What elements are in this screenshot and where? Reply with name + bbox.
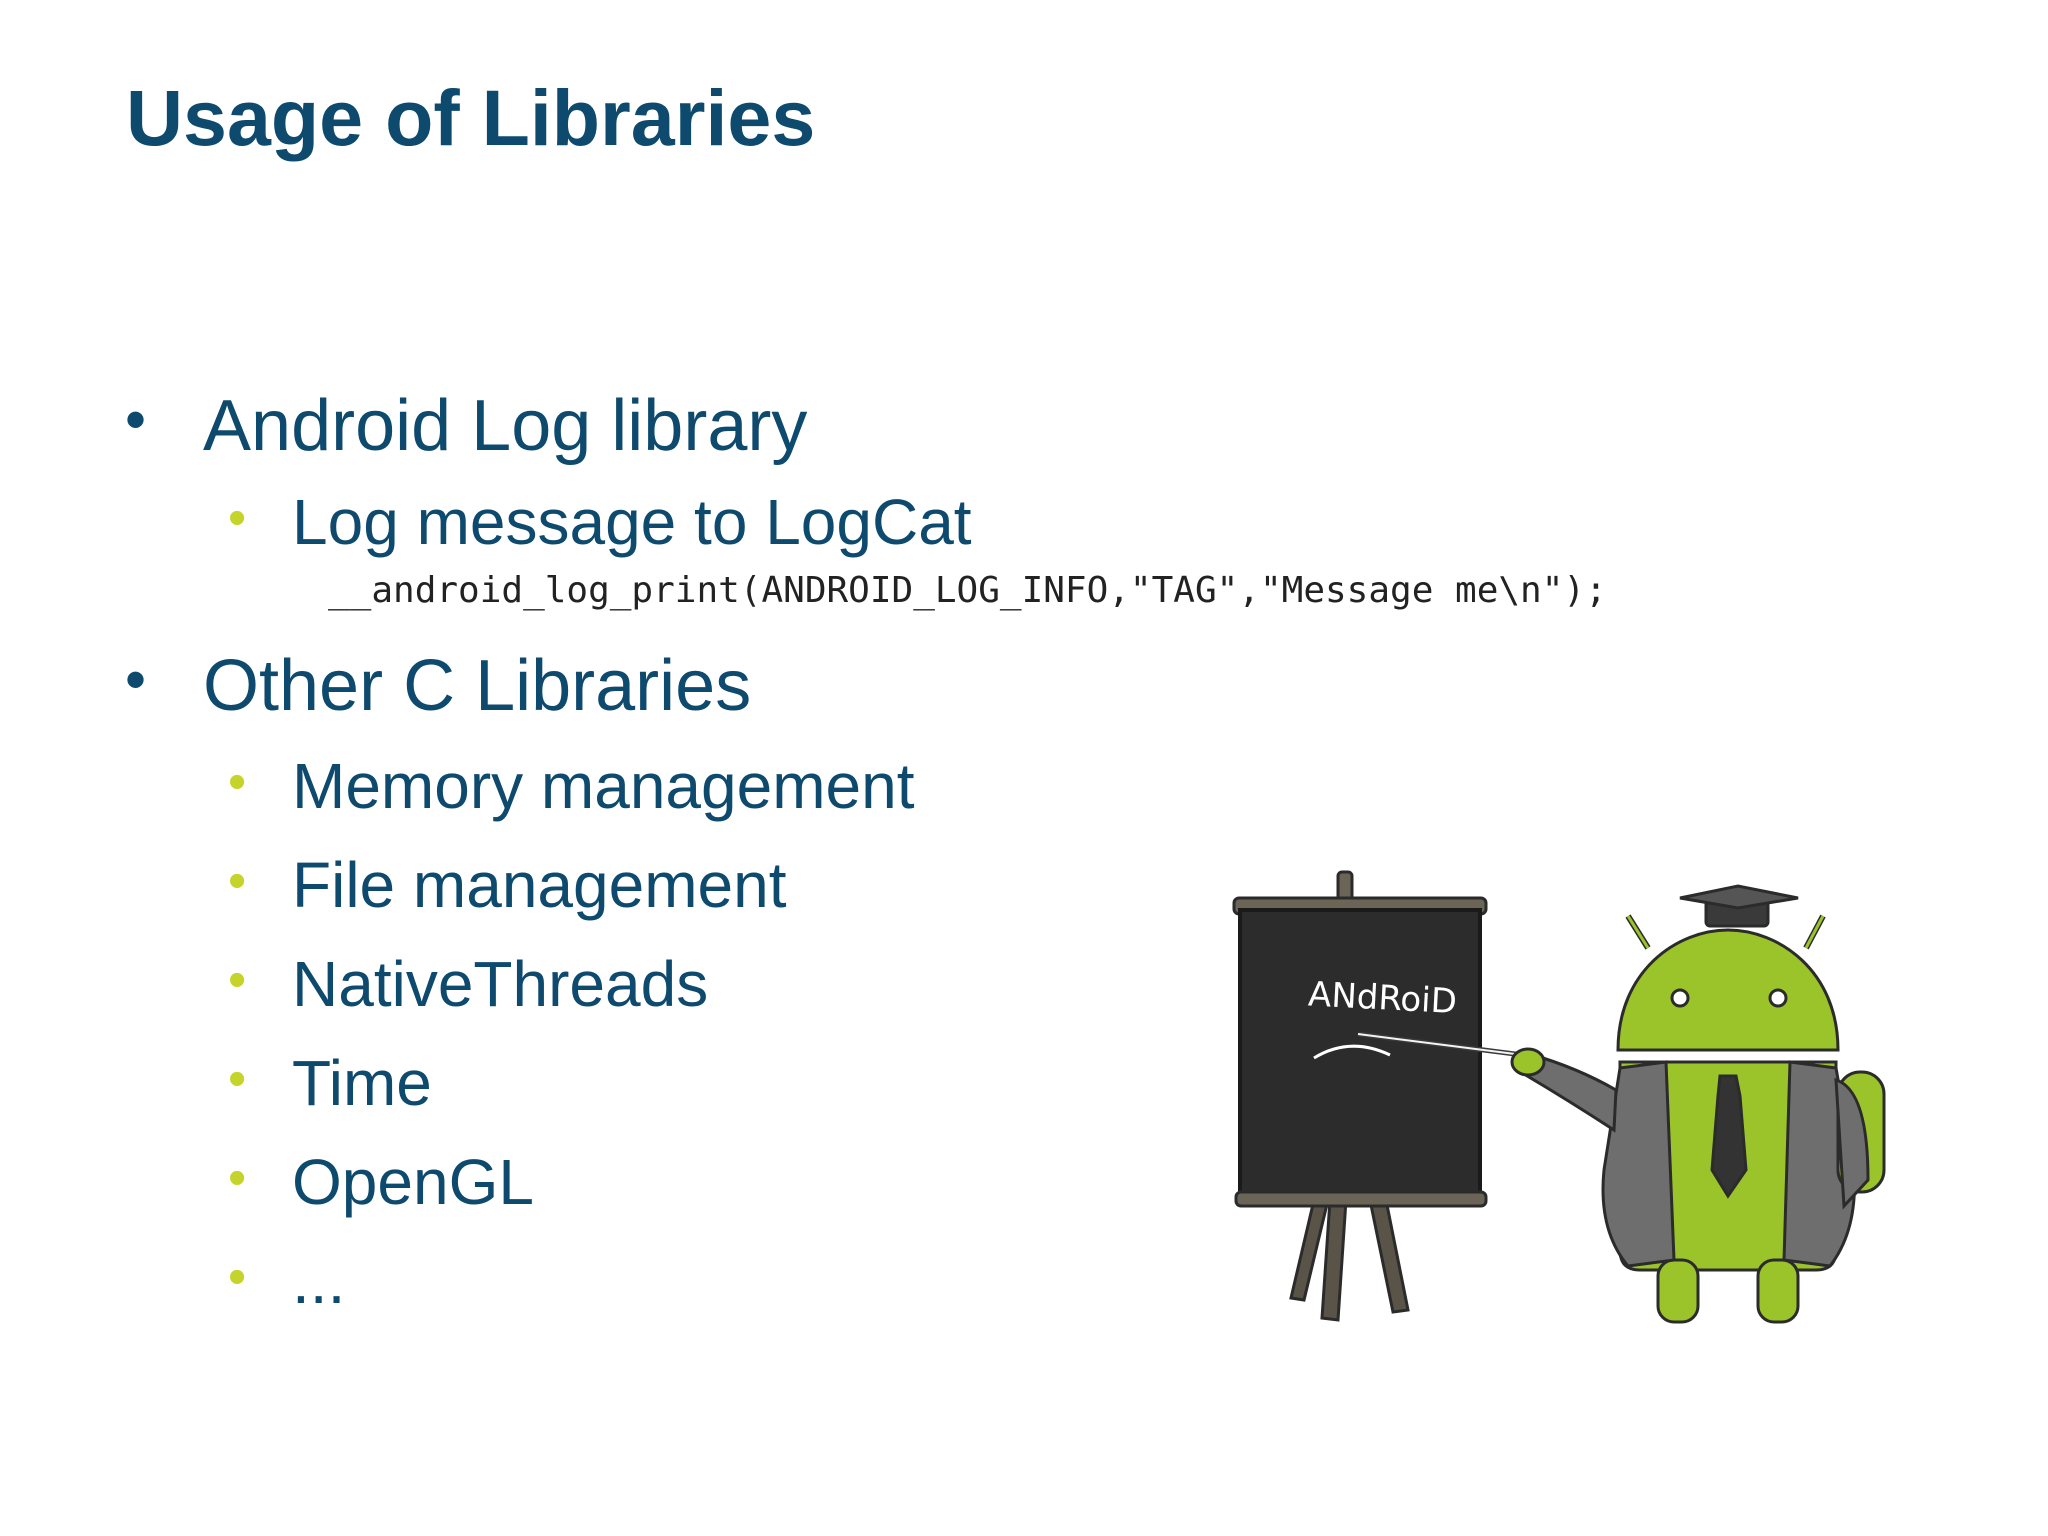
- android-teacher-illustration: ANdRoiD: [1232, 870, 1886, 1324]
- bullet-icon: •: [228, 1050, 247, 1108]
- list-item-file-management: • File management: [228, 853, 786, 917]
- list-item-other-c-libraries: • Other C Libraries: [125, 650, 751, 723]
- list-item-ellipsis: • ...: [228, 1249, 345, 1313]
- list-item-memory-management: • Memory management: [228, 754, 914, 818]
- list-item-android-log-library: • Android Log library: [125, 390, 807, 463]
- easel-bottom-bar: [1234, 1190, 1488, 1208]
- list-item-log-message: • Log message to LogCat: [228, 490, 972, 554]
- android-robot: [1510, 884, 1886, 1324]
- list-item-time: • Time: [228, 1051, 432, 1115]
- list-item-label: Log message to LogCat: [292, 486, 972, 558]
- bullet-icon: •: [228, 852, 247, 910]
- list-item-native-threads: • NativeThreads: [228, 952, 708, 1016]
- list-item-label: Android Log library: [203, 386, 808, 466]
- list-item-label: NativeThreads: [292, 948, 709, 1020]
- bullet-icon: •: [228, 489, 247, 547]
- bullet-icon: •: [125, 646, 147, 713]
- blackboard: [1238, 908, 1482, 1204]
- bullet-icon: •: [125, 386, 147, 453]
- list-item-label: Time: [292, 1047, 432, 1119]
- list-item-label: File management: [292, 849, 787, 921]
- slide-title: Usage of Libraries: [126, 73, 816, 162]
- board-smile: [1313, 1044, 1391, 1060]
- bullet-icon: •: [228, 753, 247, 811]
- list-item-label: Memory management: [292, 750, 915, 822]
- bullet-icon: •: [228, 1149, 247, 1207]
- board-text: ANdRoiD: [1307, 974, 1458, 1022]
- list-item-opengl: • OpenGL: [228, 1150, 534, 1214]
- bullet-icon: •: [228, 951, 247, 1009]
- code-snippet: __android_log_print(ANDROID_LOG_INFO,"TA…: [328, 570, 1607, 611]
- list-item-label: OpenGL: [292, 1146, 534, 1218]
- list-item-label: Other C Libraries: [203, 646, 752, 726]
- bullet-icon: •: [228, 1248, 247, 1306]
- easel-legs: [1289, 1198, 1410, 1322]
- list-item-label: ...: [292, 1245, 346, 1317]
